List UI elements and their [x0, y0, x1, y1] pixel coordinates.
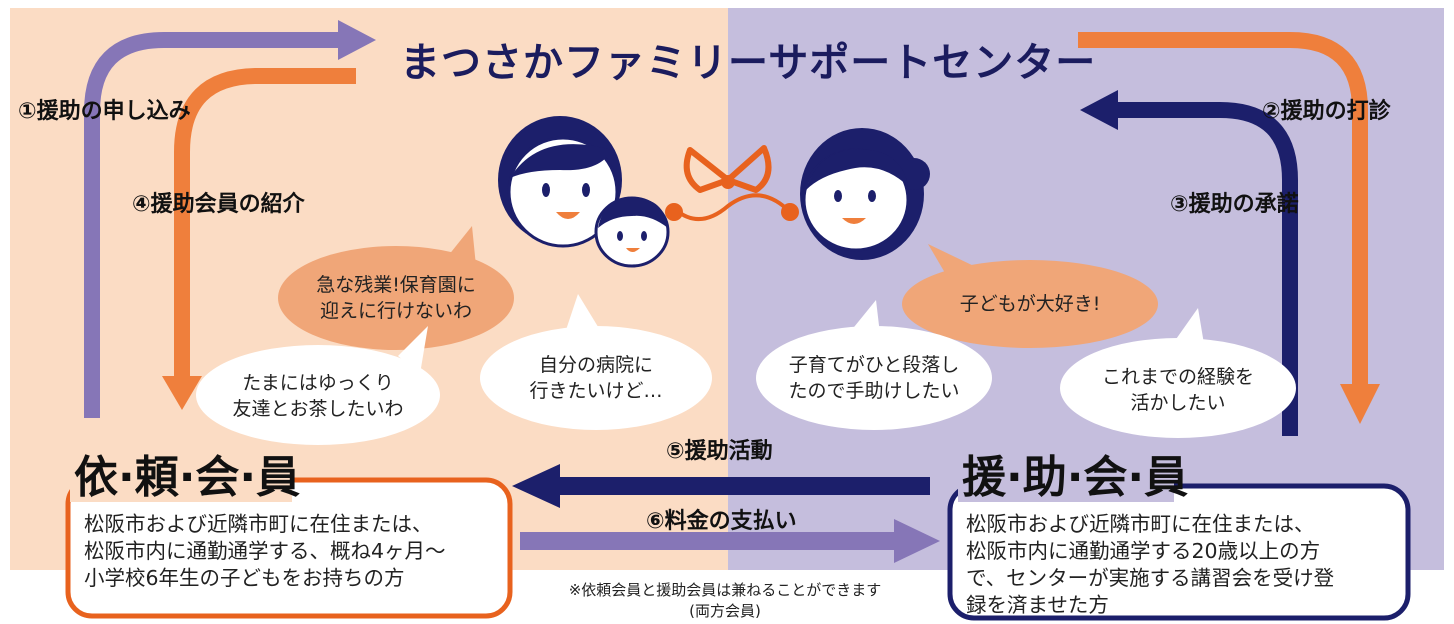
bubble-love-kids-shape [902, 244, 1158, 348]
arrow-activity-head [512, 464, 560, 508]
arrow-introduce-head [162, 376, 202, 410]
center-title: まつさかファミリーサポートセンター [400, 40, 1097, 86]
arrow-payment-head [894, 519, 940, 563]
helper-box [947, 483, 1411, 621]
helper-heading: 援·助·会·員 [962, 452, 1189, 503]
arrow-apply [84, 32, 342, 418]
arrow-accept [1116, 102, 1298, 436]
arrow-introduce [174, 68, 356, 380]
ribbon-illustration [665, 145, 799, 221]
bubble-tea-shape [196, 326, 440, 445]
bubble-hospital-text: 自分の病院に 行きたいけど… [529, 354, 663, 402]
step-introduce-label: ④援助会員の紹介 [132, 192, 305, 217]
step-apply-label: ①援助の申し込み [18, 99, 191, 124]
bubble-experience-text: これまでの経験を 活かしたい [1101, 366, 1254, 414]
step-payment-label: ⑥料金の支払い [646, 509, 797, 534]
bubble-love-kids-text: 子どもが大好き! [959, 293, 1101, 315]
dual-member-note: ※依頼会員と援助会員は兼ねることができます (両方会員) [568, 581, 882, 620]
requester-description: 松阪市および近隣市町に在住または、 松阪市内に通勤通学する、概ね4ヶ月〜 小学校… [84, 512, 446, 590]
bubble-help-text: 子育てがひと段落し たので手助けしたい [788, 354, 960, 402]
helper-description: 松阪市および近隣市町に在住または、 松阪市内に通勤通学する20歳以上の方 で、セ… [966, 512, 1335, 617]
mother-illustration [498, 116, 622, 248]
step-activity-label: ⑤援助活動 [666, 439, 773, 464]
arrow-apply-head [338, 20, 376, 60]
bubble-overtime-shape [278, 226, 514, 350]
helper-illustration [800, 128, 930, 260]
arrow-accept-head [1080, 90, 1118, 130]
step-consult-label: ②援助の打診 [1262, 99, 1391, 124]
arrow-consult-head [1340, 384, 1380, 424]
requester-heading: 依·頼·会·員 [74, 452, 301, 503]
requester-heading-bg [70, 452, 292, 502]
child-illustration [594, 196, 670, 268]
bubble-tea-text: たまにはゆっくり 友達とお茶したいわ [232, 372, 404, 420]
arrow-consult [1078, 32, 1368, 386]
bubble-overtime-text: 急な残業!保育園に 迎えに行けないわ [316, 274, 476, 322]
bubble-hospital-shape [480, 294, 712, 430]
step-accept-label: ③援助の承諾 [1170, 192, 1299, 217]
helper-heading-bg [958, 452, 1174, 502]
bubble-help-shape [756, 300, 992, 430]
bubble-experience-shape [1060, 308, 1296, 438]
